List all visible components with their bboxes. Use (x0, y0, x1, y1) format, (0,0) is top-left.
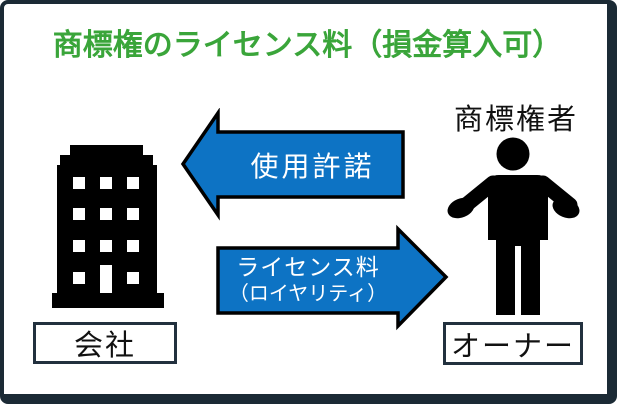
license-fee-arrow (216, 224, 449, 331)
company-label-box: 会社 (33, 322, 177, 364)
license-fee-label-line2: （ロイヤリティ） (228, 282, 388, 305)
license-fee-label: ライセンス料 （ロイヤリティ） (218, 248, 398, 312)
license-grant-arrow (180, 108, 405, 221)
building-icon (52, 145, 164, 308)
license-fee-label-line1: ライセンス料 (236, 254, 380, 281)
license-grant-arrow-shape (180, 108, 405, 221)
owner-label: オーナー (450, 330, 575, 363)
owner-label-box: オーナー (443, 322, 583, 365)
trademark-holder-caption: 商標権者 (453, 104, 578, 136)
company-label: 会社 (73, 330, 136, 362)
diagram-title: 商標権のライセンス料（損金算入可） (52, 29, 563, 62)
license-fee-arrow-shape (216, 224, 449, 331)
person-icon (447, 137, 580, 315)
license-grant-label: 使用許諾 (250, 150, 375, 182)
